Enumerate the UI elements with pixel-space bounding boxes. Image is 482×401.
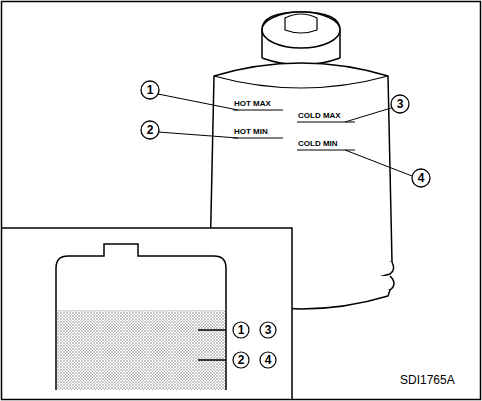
callout-number: 3 bbox=[392, 98, 408, 110]
callout-number: 2 bbox=[142, 124, 158, 136]
level-mark: HOT MIN bbox=[234, 128, 268, 136]
callout-number: 1 bbox=[233, 324, 249, 336]
callout-number: 1 bbox=[142, 84, 158, 96]
figure-code: SDI1765A bbox=[400, 374, 455, 386]
level-mark: COLD MIN bbox=[298, 140, 338, 148]
level-mark: HOT MAX bbox=[234, 100, 271, 108]
callout-number: 2 bbox=[233, 354, 249, 366]
callout-number: 4 bbox=[260, 354, 276, 366]
level-mark: COLD MAX bbox=[298, 112, 341, 120]
callout-number: 3 bbox=[260, 324, 276, 336]
callout-number: 4 bbox=[413, 172, 429, 184]
